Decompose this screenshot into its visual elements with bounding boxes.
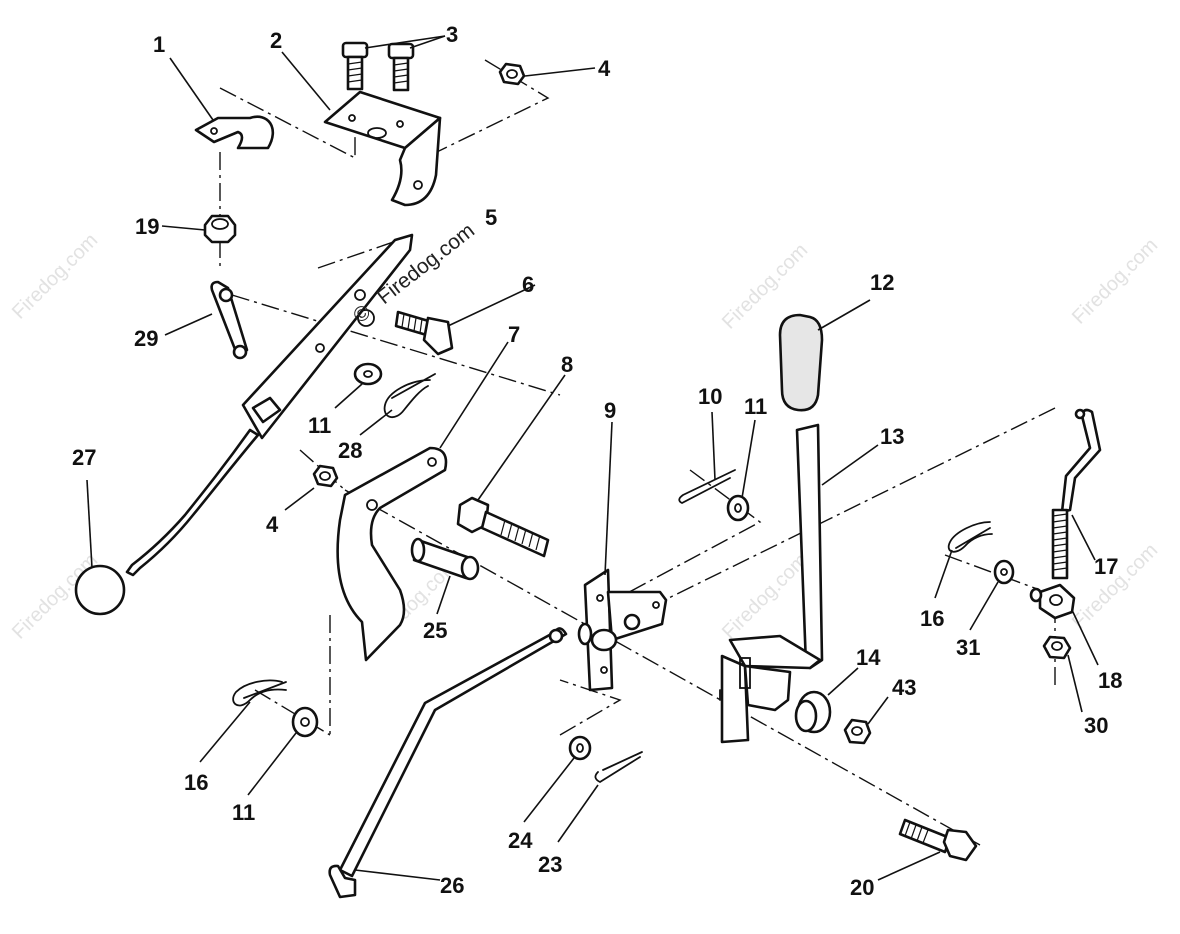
bolt-part-20 <box>898 818 978 862</box>
hex-nut-part-4 <box>498 62 526 86</box>
nut-part-19 <box>203 214 237 244</box>
washer-part-11 <box>353 362 383 386</box>
callout-5: 5 <box>485 205 497 230</box>
lift-rod-part-26 <box>328 627 568 899</box>
callout-16-lower: 16 <box>184 770 208 795</box>
callout-11-mid: 11 <box>744 394 767 419</box>
hex-nut-part-4-lower <box>312 464 339 488</box>
hairpin-part-16-right <box>947 521 993 553</box>
bushing-part-14 <box>794 690 832 734</box>
callout-7: 7 <box>508 322 520 347</box>
callout-16: 16 <box>920 606 944 631</box>
link-rod-part-29 <box>210 280 249 360</box>
callout-9: 9 <box>604 398 616 423</box>
leader-lines <box>86 35 1099 881</box>
washer-part-31 <box>993 559 1015 585</box>
control-lever-part-13 <box>719 423 824 744</box>
spacer-tube-part-25 <box>410 537 480 581</box>
bolts-part-3 <box>341 41 415 92</box>
watermark-text: Firedog.com <box>8 229 102 323</box>
callout-6: 6 <box>522 272 534 297</box>
callout-31: 31 <box>956 635 980 660</box>
nut-part-30 <box>1042 635 1072 660</box>
callout-11: 11 <box>308 413 331 438</box>
callout-23: 23 <box>538 852 562 877</box>
callout-14: 14 <box>856 645 881 670</box>
callout-12: 12 <box>870 270 894 295</box>
nut-part-43 <box>843 718 872 745</box>
callout-18: 18 <box>1098 668 1122 693</box>
watermark-text: Firedog.com <box>718 549 812 643</box>
washer-part-11-lower <box>291 706 319 738</box>
long-bolt-part-8 <box>456 496 550 558</box>
callout-26: 26 <box>440 873 464 898</box>
callout-8: 8 <box>561 352 573 377</box>
callout-30: 30 <box>1084 713 1108 738</box>
callout-27: 27 <box>72 445 96 470</box>
callout-20: 20 <box>850 875 874 900</box>
callout-28: 28 <box>338 438 362 463</box>
bolt-part-6 <box>394 310 454 356</box>
callout-10: 10 <box>698 384 722 409</box>
knob-part-27 <box>74 564 126 616</box>
callout-labels: 1 2 3 4 5 19 6 29 7 8 11 28 27 4 9 10 11… <box>72 22 1122 900</box>
washer-part-24 <box>568 735 592 761</box>
watermark-text: Firedog.com <box>1068 234 1162 328</box>
callout-29: 29 <box>134 326 158 351</box>
spring-clip-part-1 <box>194 115 275 150</box>
cotter-pin-part-23 <box>594 751 643 784</box>
callout-4: 4 <box>598 56 611 81</box>
pedal-plate-part-7 <box>336 446 448 662</box>
handle-grip-part-12 <box>778 313 824 412</box>
callout-11-lower: 11 <box>232 800 255 825</box>
callout-43: 43 <box>892 675 916 700</box>
washer-part-11-mid <box>726 494 750 522</box>
callout-13: 13 <box>880 424 904 449</box>
pivot-bracket-part-9 <box>577 568 668 692</box>
callout-25: 25 <box>423 618 447 643</box>
threaded-rod-part-17 <box>1051 408 1102 580</box>
callout-24: 24 <box>508 828 533 853</box>
mounting-bracket-part-2 <box>323 90 442 207</box>
lift-arm-part-5 <box>125 233 414 577</box>
hairpin-part-28 <box>383 373 436 419</box>
cotter-pin-part-10 <box>678 469 736 505</box>
callout-3: 3 <box>446 22 458 47</box>
callout-2: 2 <box>270 28 282 53</box>
callout-1: 1 <box>153 32 165 57</box>
callout-19: 19 <box>135 214 159 239</box>
hairpin-part-16 <box>232 679 287 707</box>
swivel-part-18 <box>1029 583 1076 620</box>
callout-17: 17 <box>1094 554 1118 579</box>
callout-4-lower: 4 <box>266 512 279 537</box>
